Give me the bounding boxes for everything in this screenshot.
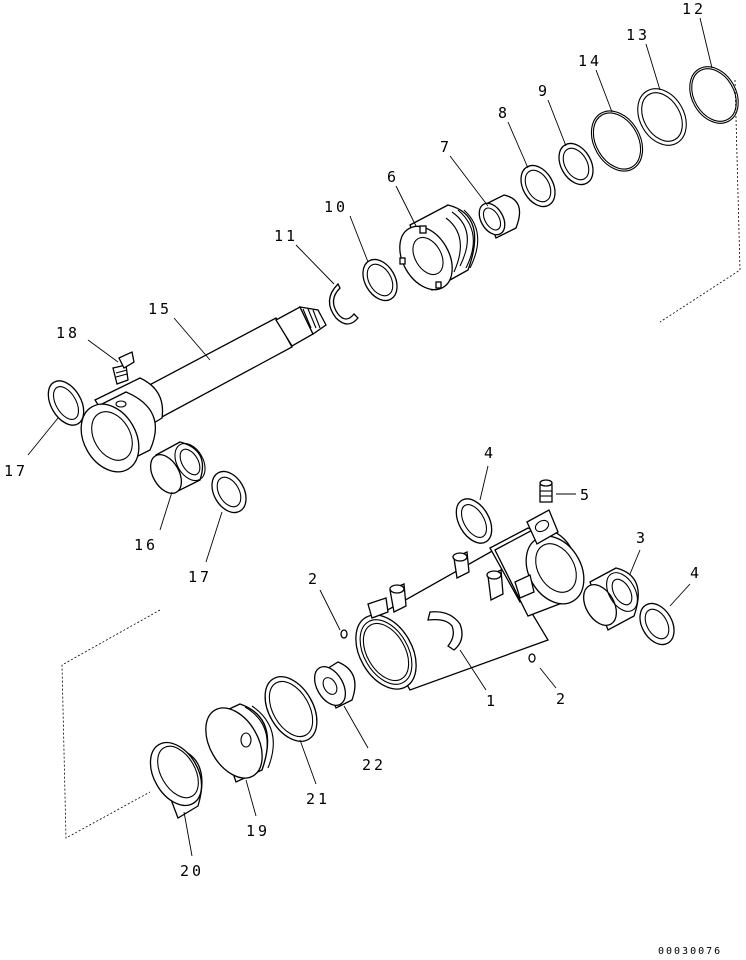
part-17-dust-seal-left <box>47 380 85 426</box>
part-10-seal <box>362 258 398 302</box>
part-17-dust-seal-right <box>211 470 247 514</box>
label-20: 20 <box>180 862 204 880</box>
part-11-snap-ring <box>328 282 359 325</box>
label-2-left: 2 <box>308 570 320 588</box>
part-2-plug-left <box>340 629 348 639</box>
part-6-cylinder-head <box>399 204 479 291</box>
part-4-dust-seal-right <box>639 602 675 646</box>
part-13-backup-ring <box>637 88 687 146</box>
part-16-bushing <box>149 441 206 494</box>
label-1: 1 <box>486 692 498 710</box>
label-19: 19 <box>246 822 270 840</box>
reference-labels: 12 13 14 9 8 7 6 10 11 15 18 17 16 17 4 … <box>4 0 722 957</box>
part-9-seal-ring <box>558 142 594 186</box>
part-20-seal-ring <box>149 741 203 819</box>
label-11: 11 <box>274 227 298 245</box>
part-8-wear-ring <box>520 164 556 208</box>
label-4-right: 4 <box>690 564 702 582</box>
part-12-o-ring <box>689 66 739 124</box>
label-14: 14 <box>578 52 602 70</box>
part-4-dust-seal-upper <box>455 498 493 544</box>
label-17-right: 17 <box>188 568 212 586</box>
label-22: 22 <box>362 756 386 774</box>
part-21-o-ring <box>264 676 318 742</box>
label-21: 21 <box>306 790 330 808</box>
part-7-bushing <box>478 194 521 239</box>
label-17-left: 17 <box>4 462 28 480</box>
part-1-cylinder-tube <box>355 509 585 691</box>
label-9: 9 <box>538 82 550 100</box>
part-19-piston <box>205 703 274 783</box>
label-16: 16 <box>134 536 158 554</box>
label-8: 8 <box>498 104 510 122</box>
part-14-o-ring <box>590 110 644 172</box>
label-4-upper: 4 <box>484 444 496 462</box>
leader-lines <box>27 17 713 857</box>
label-15: 15 <box>148 300 172 318</box>
label-10: 10 <box>324 198 348 216</box>
part-3-bushing <box>582 567 639 631</box>
drawing-code: 00030076 <box>658 946 722 957</box>
label-3: 3 <box>636 529 648 547</box>
label-6: 6 <box>387 168 399 186</box>
label-18: 18 <box>56 324 80 342</box>
label-12: 12 <box>682 0 706 18</box>
part-15-piston-rod <box>80 306 327 473</box>
label-7: 7 <box>440 138 452 156</box>
label-13: 13 <box>626 26 650 44</box>
label-2-right: 2 <box>556 690 568 708</box>
part-2-plug-right <box>528 653 536 663</box>
part-22-nut <box>313 661 356 709</box>
label-5: 5 <box>580 486 592 504</box>
part-5-grease-fitting <box>539 479 553 503</box>
part-18-grease-fitting <box>112 351 135 385</box>
